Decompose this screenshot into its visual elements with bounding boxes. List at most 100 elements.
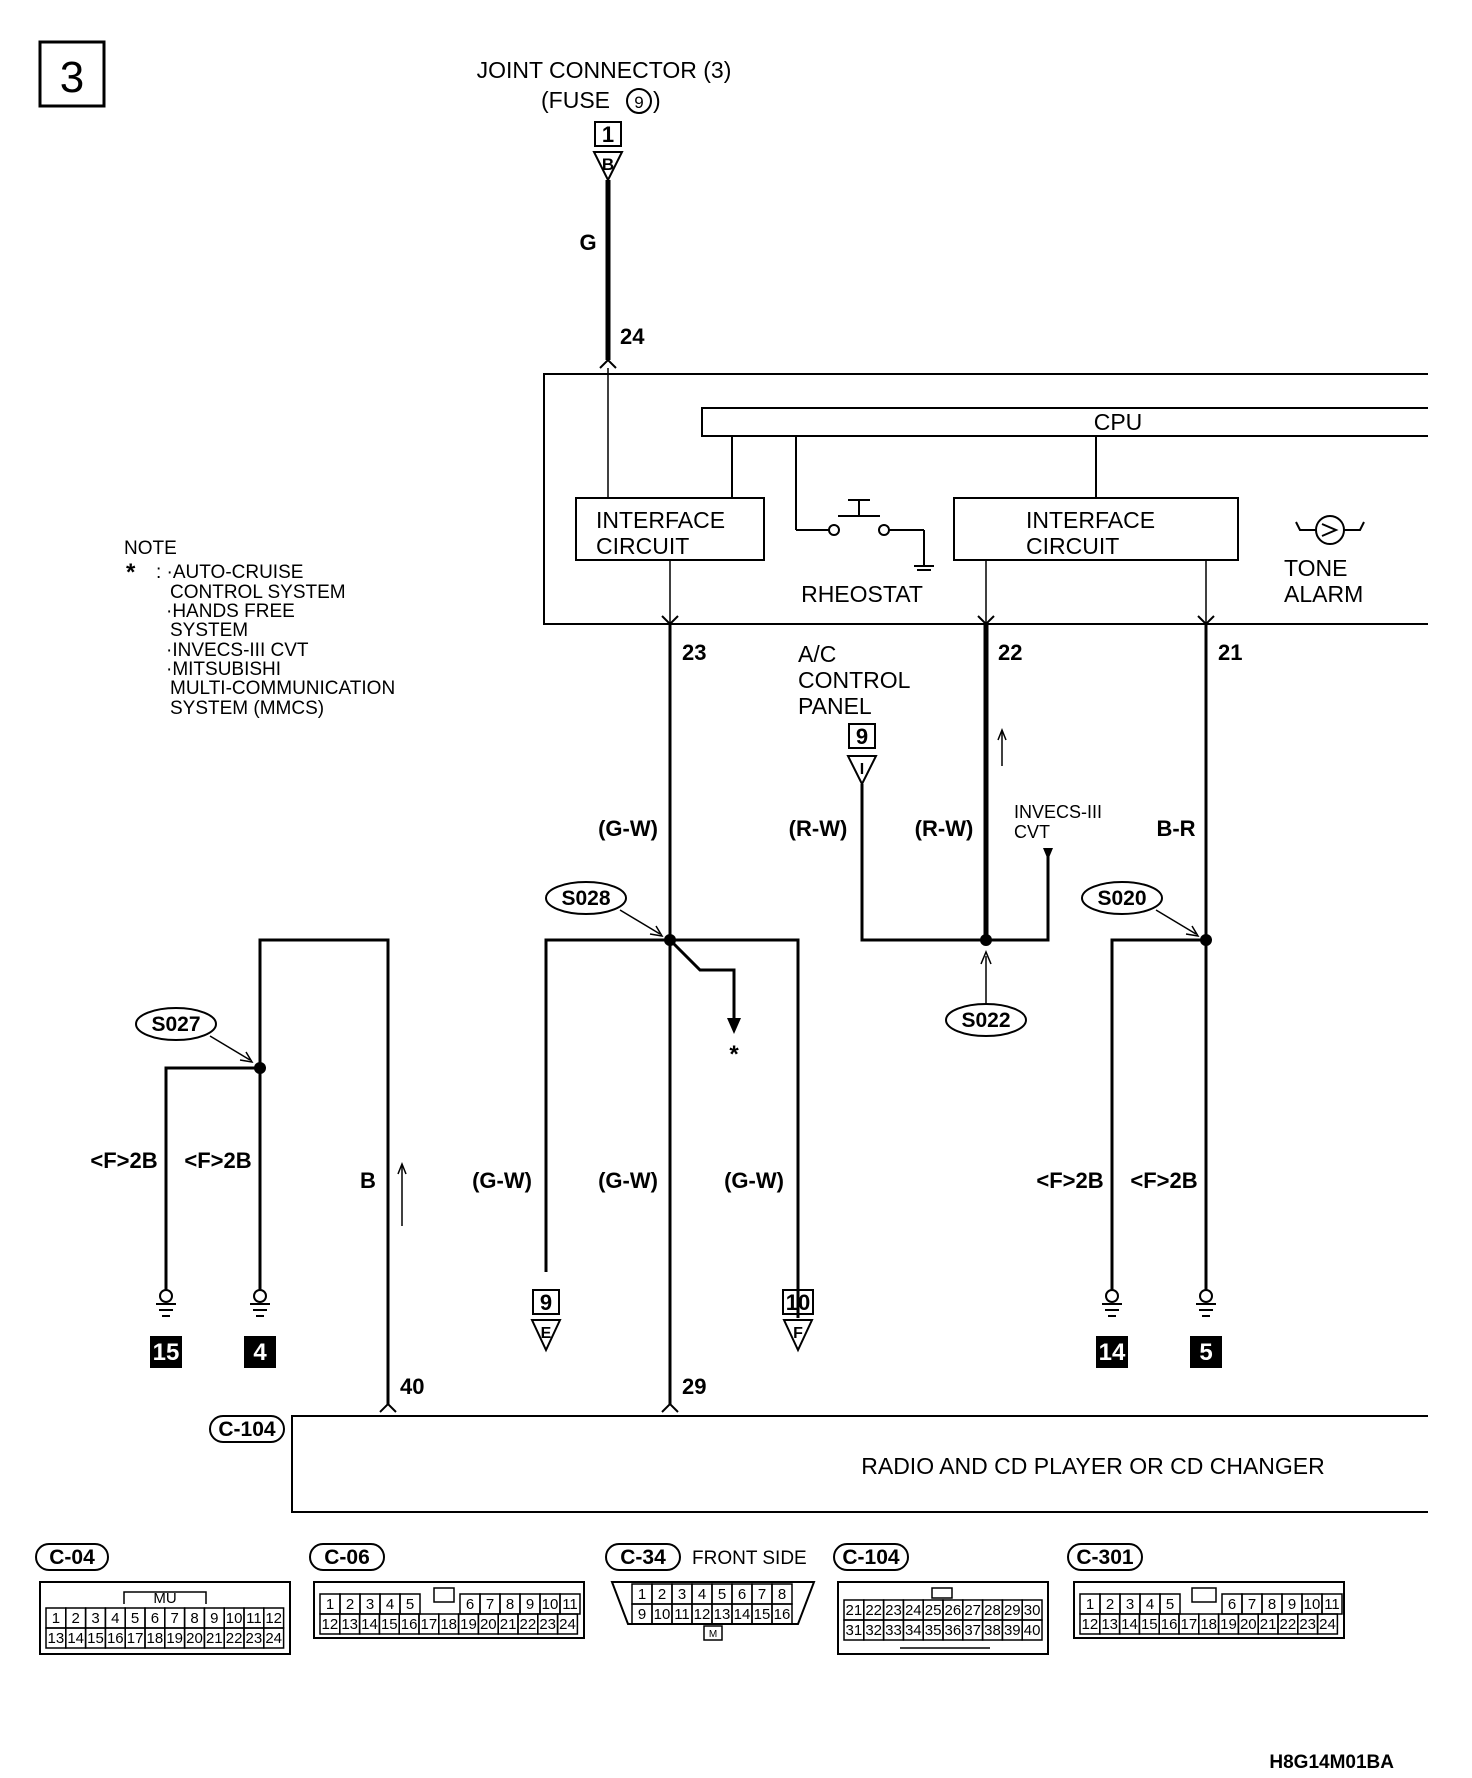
pin-29: 29	[682, 1374, 706, 1399]
joint-terminal-box	[594, 121, 622, 147]
ground-15-symbol	[156, 1289, 176, 1317]
pin-21: 21	[1218, 640, 1242, 665]
rheostat-contact-left	[828, 524, 840, 536]
connector-f-terminal-box	[782, 1289, 814, 1315]
connector-c04-row1-pin: 3	[91, 1610, 99, 1627]
asterisk-label: *	[729, 1041, 739, 1068]
connector-c04-row2-pin: 24	[265, 1630, 282, 1647]
tone-alarm-line2: ALARM	[1284, 581, 1363, 607]
connector-e-terminal-box	[532, 1289, 560, 1315]
note-line-2: CONTROL SYSTEM	[170, 582, 346, 603]
connector-c301-row2-pin: 22	[1280, 1616, 1297, 1633]
connector-c04-tab	[123, 1591, 207, 1604]
wire-g-label: G	[579, 230, 596, 255]
connector-c34-row2-pin: 11	[674, 1606, 690, 1623]
wire-br-label: B-R	[1156, 816, 1195, 841]
splice-s028-label: S028	[561, 887, 610, 910]
ground-14-box	[1096, 1336, 1128, 1368]
connector-c301-row2-pin: 23	[1299, 1616, 1316, 1633]
connector-c06-row2-pin: 17	[421, 1616, 438, 1633]
connector-c06-row1a-pin: 5	[406, 1596, 414, 1613]
wire-rw-ac-panel	[860, 784, 1050, 942]
connector-c06-row2-pin: 20	[480, 1616, 497, 1633]
ground-4-box	[244, 1336, 276, 1368]
wire-f2b-label-5: <F>2B	[1130, 1168, 1197, 1193]
connector-c06-row1b-pin: 7	[486, 1596, 494, 1613]
ac-panel-line2: CONTROL	[798, 667, 911, 693]
connector-c04-row1-pin: 4	[111, 1610, 119, 1627]
connector-c06-row2-pin: 18	[440, 1616, 457, 1633]
connector-c04-badge	[35, 1543, 109, 1571]
connector-c301-badge	[1067, 1543, 1143, 1571]
s027-pointer	[209, 1035, 251, 1061]
fuse-close: )	[653, 87, 661, 113]
connector-f-terminal: 10	[786, 1290, 810, 1315]
interface-right-line2: CIRCUIT	[1026, 533, 1119, 559]
connector-c104-row2-pin: 37	[964, 1622, 981, 1639]
wire-f2b-15	[164, 1066, 260, 1290]
connector-e-terminal: 9	[540, 1290, 552, 1315]
pin-22: 22	[998, 640, 1022, 665]
rheostat-button-icon	[838, 499, 880, 517]
wire-b-40	[258, 938, 390, 1404]
connector-c04-name: C-04	[49, 1546, 95, 1569]
connector-c04-row2-pin: 16	[107, 1630, 124, 1647]
connector-c04-row2-pin: 19	[166, 1630, 183, 1647]
connector-c301-row2-pin: 18	[1200, 1616, 1217, 1633]
connector-c34-badge	[605, 1543, 681, 1571]
wire-f2b-label-15: <F>2B	[90, 1148, 157, 1173]
joint-connector-triangle	[592, 151, 624, 183]
connector-c301-row1b-pin: 10	[1304, 1596, 1321, 1613]
note-line-3: ·HANDS FREE	[166, 601, 295, 622]
connector-c104-body	[837, 1581, 1049, 1655]
current-arrow-22-head	[997, 727, 1007, 741]
page-number: 3	[60, 53, 84, 102]
splice-s020-label: S020	[1097, 887, 1146, 910]
connector-e-letter: E	[541, 1325, 552, 1342]
connector-c104-row2-cell	[1021, 1619, 1043, 1641]
connector-c301-body	[1073, 1581, 1345, 1639]
connector-c06-row2-pin: 12	[322, 1616, 339, 1633]
wire-f2b-label-4: <F>2B	[184, 1148, 251, 1173]
wire-b-label: B	[360, 1168, 376, 1193]
ac-panel-terminal: 9	[856, 724, 868, 749]
connector-c06-row2-pin: 21	[500, 1616, 517, 1633]
joint-terminal: 1	[602, 122, 614, 147]
connector-c06-row2-pin: 15	[381, 1616, 398, 1633]
wire-f2b-label-14: <F>2B	[1036, 1168, 1103, 1193]
fuse-label: (FUSE	[541, 87, 610, 113]
ground-5-symbol	[1196, 1289, 1216, 1317]
invecs-line1: INVECS-III	[1014, 802, 1102, 822]
invecs-line2: CVT	[1014, 822, 1050, 842]
ac-panel-line1: A/C	[798, 641, 836, 667]
ground-15-label: 15	[153, 1339, 180, 1366]
connector-c04-row2-pin: 20	[186, 1630, 203, 1647]
ground-14-label: 14	[1099, 1339, 1126, 1366]
connector-c301-row1b-pin: 6	[1228, 1596, 1236, 1613]
connector-c34-row2-pin: 14	[734, 1606, 751, 1623]
connector-c04-row2-pin: 17	[127, 1630, 144, 1647]
connector-c34-row2-pin: 15	[754, 1606, 771, 1623]
ac-panel-line3: PANEL	[798, 693, 872, 719]
connector-c04-row1-pin: 12	[265, 1610, 282, 1627]
pin-40: 40	[400, 1374, 424, 1399]
connector-c06-body	[313, 1581, 585, 1639]
wire-gw-branches	[544, 938, 800, 1318]
connector-c06-row1b-pin: 10	[542, 1596, 559, 1613]
interface-right-line1: INTERFACE	[1026, 507, 1155, 533]
connector-c04-row2-pin: 15	[87, 1630, 104, 1647]
connector-c104-row2-pin: 34	[905, 1622, 922, 1639]
note-line-8: SYSTEM (MMCS)	[170, 698, 324, 719]
page-number-box	[38, 40, 106, 108]
connector-c04-row1-pin: 2	[72, 1610, 80, 1627]
pin-24: 24	[620, 324, 645, 349]
connector-c301-row2-pin: 13	[1101, 1616, 1118, 1633]
splice-s027-label: S027	[151, 1013, 200, 1036]
connector-c06-row1a-pin: 4	[386, 1596, 394, 1613]
connector-c04-body	[39, 1581, 291, 1655]
note-line-6: ·MITSUBISHI	[166, 659, 281, 680]
connector-c301-row2-pin: 19	[1220, 1616, 1237, 1633]
connector-c34-row2-cell	[771, 1603, 793, 1625]
connector-c301-row1a-pin: 3	[1126, 1596, 1134, 1613]
connector-c04-row1-pin: 6	[151, 1610, 159, 1627]
